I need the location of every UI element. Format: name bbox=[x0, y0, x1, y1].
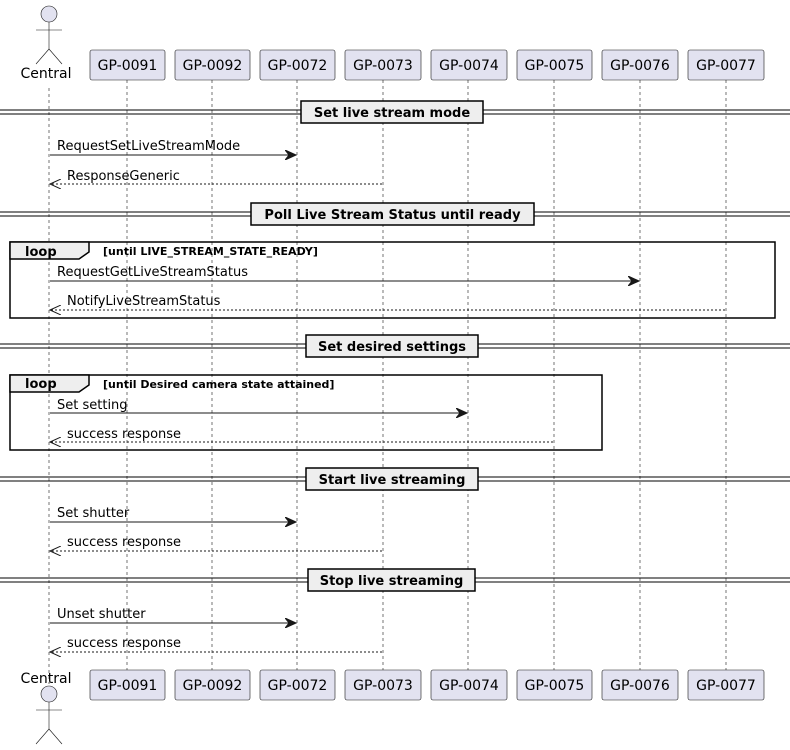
participant-label: GP-0076 bbox=[610, 58, 670, 74]
loop-frame-live-stream-ready: loop [until LIVE_STREAM_STATE_READY] bbox=[9, 241, 776, 319]
message-response-generic: ResponseGeneric bbox=[50, 169, 382, 184]
divider-label: Stop live streaming bbox=[320, 574, 464, 589]
actor-icon bbox=[35, 685, 63, 745]
frame-condition: [until LIVE_STREAM_STATE_READY] bbox=[103, 245, 318, 258]
participant-gp-0072-top: GP-0072 bbox=[259, 49, 336, 81]
participant-gp-0074-bottom: GP-0074 bbox=[430, 669, 508, 701]
message-label: success response bbox=[67, 636, 181, 651]
message-label: NotifyLiveStreamStatus bbox=[67, 294, 221, 309]
divider-label: Start live streaming bbox=[319, 473, 466, 488]
message-set-shutter: Set shutter bbox=[50, 506, 296, 522]
divider-poll-live-stream-status: Poll Live Stream Status until ready bbox=[0, 202, 790, 226]
message-label: ResponseGeneric bbox=[67, 169, 180, 184]
actor-central-top: Central bbox=[21, 5, 72, 82]
participant-gp-0077-bottom: GP-0077 bbox=[687, 669, 765, 701]
message-request-get-live-stream-status: RequestGetLiveStreamStatus bbox=[50, 265, 639, 281]
message-notify-live-stream-status: NotifyLiveStreamStatus bbox=[50, 294, 725, 310]
message-label: Set shutter bbox=[57, 506, 130, 521]
participant-gp-0073-bottom: GP-0073 bbox=[344, 669, 422, 701]
message-request-set-live-stream-mode: RequestSetLiveStreamMode bbox=[50, 139, 296, 155]
message-success-response-2: success response bbox=[50, 535, 382, 551]
participant-label: GP-0076 bbox=[610, 678, 670, 694]
participant-label: GP-0077 bbox=[696, 58, 756, 74]
frame-condition: [until Desired camera state attained] bbox=[103, 378, 334, 391]
participant-label: GP-0073 bbox=[353, 678, 413, 694]
participant-gp-0072-bottom: GP-0072 bbox=[259, 669, 336, 701]
participant-gp-0073-top: GP-0073 bbox=[344, 49, 422, 81]
actor-label: Central bbox=[21, 66, 72, 82]
participant-gp-0077-top: GP-0077 bbox=[687, 49, 765, 81]
participant-label: GP-0074 bbox=[439, 678, 499, 694]
message-label: Set setting bbox=[57, 398, 128, 413]
participant-label: GP-0072 bbox=[268, 678, 328, 694]
participant-gp-0091-bottom: GP-0091 bbox=[89, 669, 166, 701]
participant-label: GP-0091 bbox=[98, 58, 158, 74]
participant-gp-0092-bottom: GP-0092 bbox=[174, 669, 251, 701]
message-label: Unset shutter bbox=[57, 607, 146, 622]
participant-label: GP-0092 bbox=[183, 678, 243, 694]
participant-gp-0074-top: GP-0074 bbox=[430, 49, 508, 81]
message-set-setting: Set setting bbox=[50, 398, 467, 413]
divider-set-live-stream-mode: Set live stream mode bbox=[0, 100, 790, 124]
actor-central-bottom: Central bbox=[21, 671, 72, 745]
frame-keyword: loop bbox=[25, 245, 57, 260]
divider-start-live-streaming: Start live streaming bbox=[0, 467, 790, 491]
participant-gp-0092-top: GP-0092 bbox=[174, 49, 251, 81]
participant-gp-0091-top: GP-0091 bbox=[89, 49, 166, 81]
participant-label: GP-0074 bbox=[439, 58, 499, 74]
divider-label: Set desired settings bbox=[318, 340, 466, 355]
message-unset-shutter: Unset shutter bbox=[50, 607, 296, 623]
message-label: success response bbox=[67, 535, 181, 550]
divider-set-desired-settings: Set desired settings bbox=[0, 334, 790, 358]
divider-label: Set live stream mode bbox=[314, 106, 470, 121]
participant-label: GP-0077 bbox=[696, 678, 756, 694]
participant-label: GP-0075 bbox=[525, 58, 585, 74]
frame-keyword: loop bbox=[25, 377, 57, 392]
message-success-response-3: success response bbox=[50, 636, 382, 652]
divider-stop-live-streaming: Stop live streaming bbox=[0, 568, 790, 592]
participant-label: GP-0072 bbox=[268, 58, 328, 74]
actor-label: Central bbox=[21, 671, 72, 687]
participant-gp-0075-top: GP-0075 bbox=[516, 49, 593, 81]
participant-label: GP-0075 bbox=[525, 678, 585, 694]
participant-gp-0075-bottom: GP-0075 bbox=[516, 669, 593, 701]
participant-label: GP-0092 bbox=[183, 58, 243, 74]
participant-gp-0076-top: GP-0076 bbox=[601, 49, 679, 81]
message-label: RequestGetLiveStreamStatus bbox=[57, 265, 248, 280]
participant-gp-0076-bottom: GP-0076 bbox=[601, 669, 679, 701]
divider-label: Poll Live Stream Status until ready bbox=[264, 208, 521, 223]
actor-icon bbox=[35, 5, 63, 65]
loop-frame-desired-camera-state: loop [until Desired camera state attaine… bbox=[9, 374, 603, 451]
message-success-response-1: success response bbox=[50, 427, 553, 442]
participant-label: GP-0091 bbox=[98, 678, 158, 694]
message-label: RequestSetLiveStreamMode bbox=[57, 139, 240, 154]
message-label: success response bbox=[67, 427, 181, 442]
participant-label: GP-0073 bbox=[353, 58, 413, 74]
